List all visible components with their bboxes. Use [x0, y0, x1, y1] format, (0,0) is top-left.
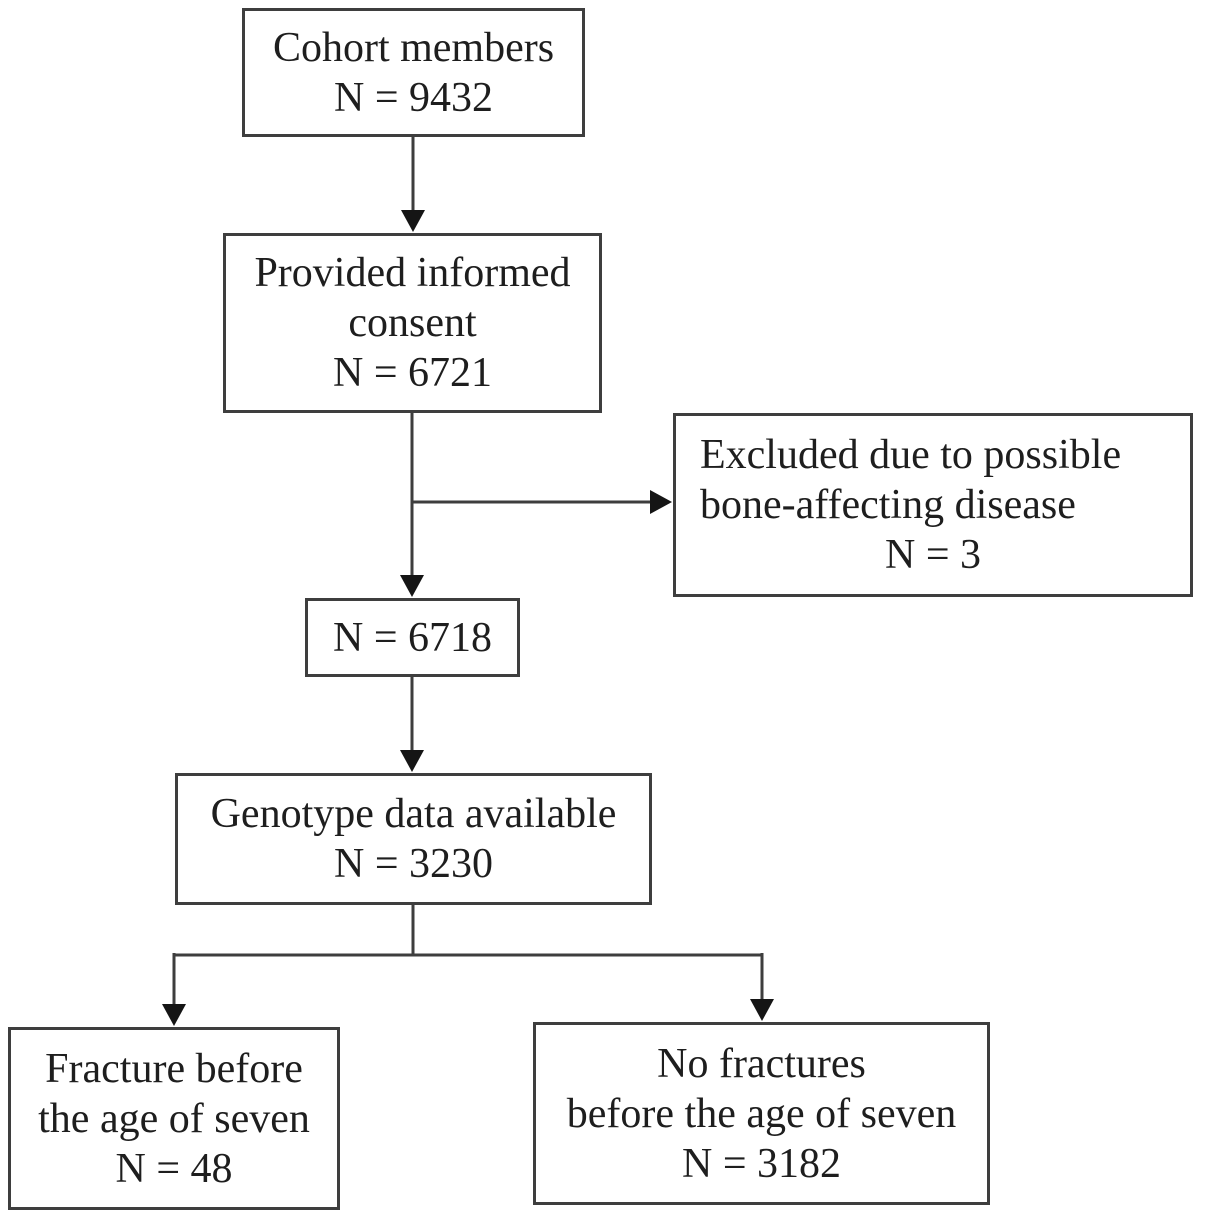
fracture-count: N = 48	[115, 1145, 233, 1192]
excluded-label-line1: Excluded due to possible	[700, 432, 1122, 478]
genotype-count: N = 3230	[333, 841, 494, 887]
n6718-count: N = 6718	[332, 614, 493, 661]
fracture-label-line2: the age of seven	[38, 1095, 310, 1142]
flow-box-fracture: Fracture before the age of seven N = 48	[8, 1027, 340, 1210]
arrow-n6718-to-genotype-head	[400, 750, 424, 772]
no-fracture-label-line1: No fractures	[657, 1040, 866, 1087]
flow-box-no-fracture: No fractures before the age of seven N =…	[533, 1022, 990, 1205]
excluded-count: N = 3	[884, 532, 982, 578]
flow-box-excluded: Excluded due to possible bone-affecting …	[673, 413, 1193, 597]
excluded-label-line2: bone-affecting disease	[700, 482, 1076, 528]
arrow-split-to-no-fracture-head	[750, 999, 774, 1021]
flow-box-consent: Provided informed consent N = 6721	[223, 233, 602, 413]
cohort-count: N = 9432	[333, 74, 494, 121]
no-fracture-label-line2: before the age of seven	[566, 1090, 957, 1137]
fracture-label-line1: Fracture before	[45, 1045, 303, 1092]
consent-label-line1: Provided informed	[254, 250, 571, 296]
arrow-consent-to-n6718-head	[400, 575, 424, 597]
no-fracture-count: N = 3182	[681, 1140, 842, 1187]
consent-label-line2: consent	[348, 300, 477, 346]
consent-count: N = 6721	[332, 350, 493, 396]
genotype-label: Genotype data available	[210, 791, 617, 837]
flow-box-genotype: Genotype data available N = 3230	[175, 773, 652, 905]
flow-box-n6718: N = 6718	[305, 598, 520, 677]
arrow-split-to-fracture-head	[162, 1004, 186, 1026]
arrow-cohort-to-consent-head	[401, 210, 425, 232]
arrow-exclusion-branch-head	[650, 490, 672, 514]
cohort-label: Cohort members	[272, 24, 555, 71]
flow-box-cohort: Cohort members N = 9432	[242, 8, 585, 137]
